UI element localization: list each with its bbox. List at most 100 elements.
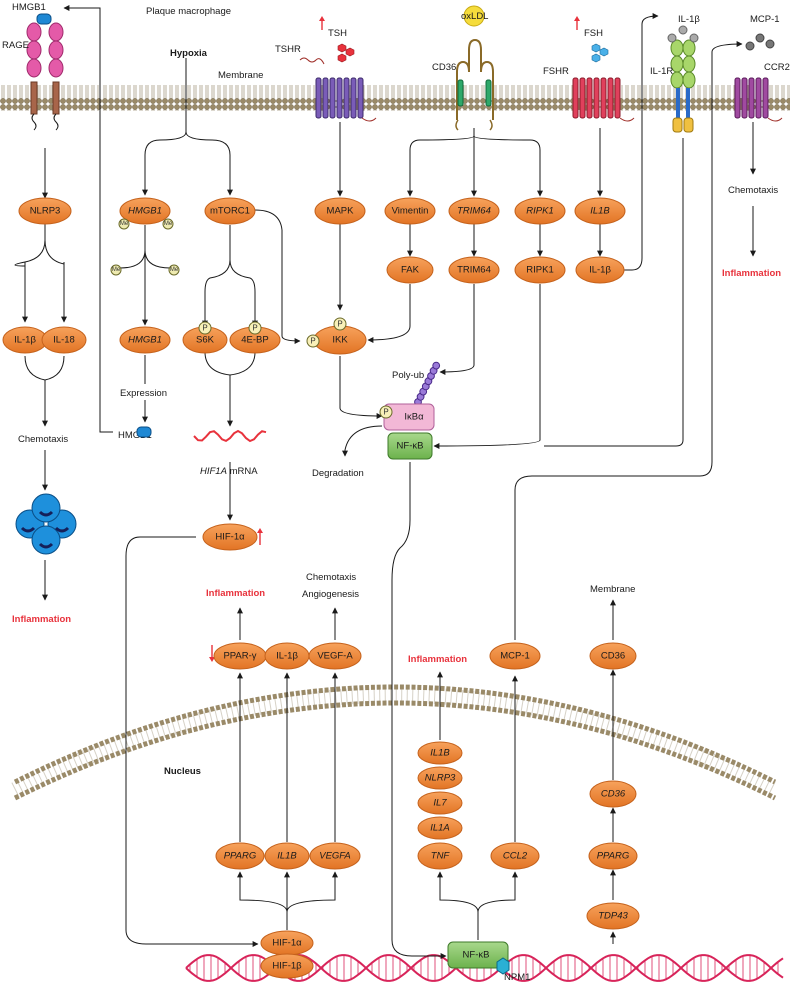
fsh-label: FSH	[584, 28, 603, 39]
rage-receptor-icon	[26, 13, 64, 131]
hif1b-dna-node: HIF-1β	[260, 953, 314, 979]
il18-text: IL-18	[53, 335, 75, 346]
il1b-gene-oval	[574, 197, 626, 225]
pparg-prot-text: PPAR-γ	[223, 651, 256, 662]
phospho-tag-icon	[333, 317, 347, 331]
nlrp3-nuc-oval	[417, 766, 463, 790]
il7-oval	[417, 791, 463, 815]
npm1-icon	[496, 957, 510, 975]
rage-label: RAGE	[2, 40, 29, 51]
phospho-tag-text: P	[337, 320, 342, 329]
inflammasome-cluster-icon	[15, 493, 77, 555]
nlrp3-node: NLRP3	[18, 197, 72, 225]
s6k-text: S6K	[196, 335, 215, 346]
il1b-nuc-text: IL1B	[430, 748, 450, 759]
il1b-gene2-oval	[264, 842, 310, 870]
il1b-gene2-node: IL1B	[264, 842, 310, 870]
nfkb-dna-complex: NF-κB NPM1	[447, 941, 530, 983]
hypoxia-label: Hypoxia	[170, 48, 208, 59]
nfkb-dna-box	[447, 941, 509, 969]
hif1b-dna-oval	[260, 953, 314, 979]
il1a-text: IL1A	[430, 823, 450, 834]
expression-label: Expression	[120, 388, 167, 399]
cd36-prot-node: CD36	[589, 642, 637, 670]
vimentin-text: Vimentin	[392, 206, 429, 217]
pparg-gene-oval	[215, 842, 265, 870]
nlrp3-text: NLRP3	[30, 206, 61, 217]
pparg-gene-text: PPARG	[224, 851, 257, 862]
oxldl-label: oxLDL	[461, 11, 488, 22]
pparg-down-arrow-icon	[209, 645, 215, 662]
nlrp3-nuc-text: NLRP3	[425, 773, 456, 784]
hif1a-text: HIF-1α	[215, 532, 245, 543]
chemotaxis-vegf-label: Chemotaxis	[306, 572, 356, 583]
hmgb1-gene-text: HMGB1	[128, 335, 162, 346]
ikba-node: IκBα	[404, 412, 424, 423]
hmgb1-top-label: HMGB1	[12, 2, 46, 13]
cd36-gene-oval	[589, 780, 637, 808]
il1b-l-node: IL-1β	[2, 326, 48, 354]
trim64-node: TRIM64	[448, 256, 500, 284]
il1b-mid-node: IL-1β	[264, 642, 310, 670]
nuclear-membrane	[11, 684, 779, 801]
nlrp3-oval	[18, 197, 72, 225]
tnf-node: TNF	[417, 842, 463, 870]
chemotaxis-left-label: Chemotaxis	[18, 434, 68, 445]
hif1b-dna-text: HIF-1β	[272, 961, 302, 972]
nfkb-dna-node: NF-κB	[463, 950, 490, 961]
il1b-prot-oval	[575, 256, 625, 284]
methyl-tag-text: Me	[120, 221, 129, 227]
trim64-gene-text: TRIM64	[457, 206, 491, 217]
inflammation-pparg-label: Inflammation	[206, 588, 265, 599]
il1b-prot-node: IL-1β	[575, 256, 625, 284]
il1b-gene2-text: IL1B	[277, 851, 297, 862]
vegfa-prot-node: VEGF-A	[308, 642, 362, 670]
chemotaxis-ccr2-label: Chemotaxis	[728, 185, 778, 196]
pparg-gene2-text: PPARG	[597, 851, 630, 862]
nlrp3-nuc-node: NLRP3	[417, 766, 463, 790]
mapk-oval	[314, 197, 366, 225]
membrane-cd36-label: Membrane	[590, 584, 635, 595]
ripk1-text: RIPK1	[526, 265, 553, 276]
trim64-oval	[448, 256, 500, 284]
hmgb1-me-oval	[119, 197, 171, 225]
mtorc1-oval	[204, 197, 256, 225]
inflammation-ccr2-label: Inflammation	[722, 268, 781, 279]
il1r-label: IL-1R	[650, 66, 673, 77]
methyl-tag-icon	[168, 264, 180, 276]
phospho-tag-icon	[198, 321, 212, 335]
methyl-tag-text: Me	[164, 221, 173, 227]
trim64-text: TRIM64	[457, 265, 491, 276]
mcp1-text: MCP-1	[500, 651, 530, 662]
hmgb1-gene-oval	[119, 326, 171, 354]
phospho-tag-text: P	[383, 408, 388, 417]
hif1a-dna-text: HIF-1α	[272, 938, 302, 949]
il7-text: IL7	[433, 798, 447, 809]
fshr-receptor-icon	[572, 43, 635, 122]
inflammation-left-label: Inflammation	[12, 614, 71, 625]
s6k-node: S6K	[182, 326, 228, 354]
ripk1-oval	[514, 256, 566, 284]
il1b-mid-text: IL-1β	[276, 651, 298, 662]
mcp1-top-label: MCP-1	[750, 14, 780, 25]
mtorc1-text: mTORC1	[210, 206, 250, 217]
vegfa-gene-text: VEGFA	[319, 851, 351, 862]
vimentin-node: Vimentin	[384, 197, 436, 225]
tnf-oval	[417, 842, 463, 870]
mcp1-oval	[489, 642, 541, 670]
pathway-arrows	[14, 5, 756, 959]
methyl-tag-icon	[162, 218, 174, 230]
il1r-receptor-icon	[667, 25, 699, 133]
hif1a-dna-node: HIF-1α	[260, 930, 314, 956]
il1b-prot-text: IL-1β	[589, 265, 611, 276]
methyl-tag-text: Me	[112, 267, 121, 273]
fshr-label: FSHR	[543, 66, 569, 77]
mcp1-node: MCP-1	[489, 642, 541, 670]
inflammation-nfkb-label: Inflammation	[408, 654, 467, 665]
tshr-receptor-icon	[299, 43, 377, 122]
